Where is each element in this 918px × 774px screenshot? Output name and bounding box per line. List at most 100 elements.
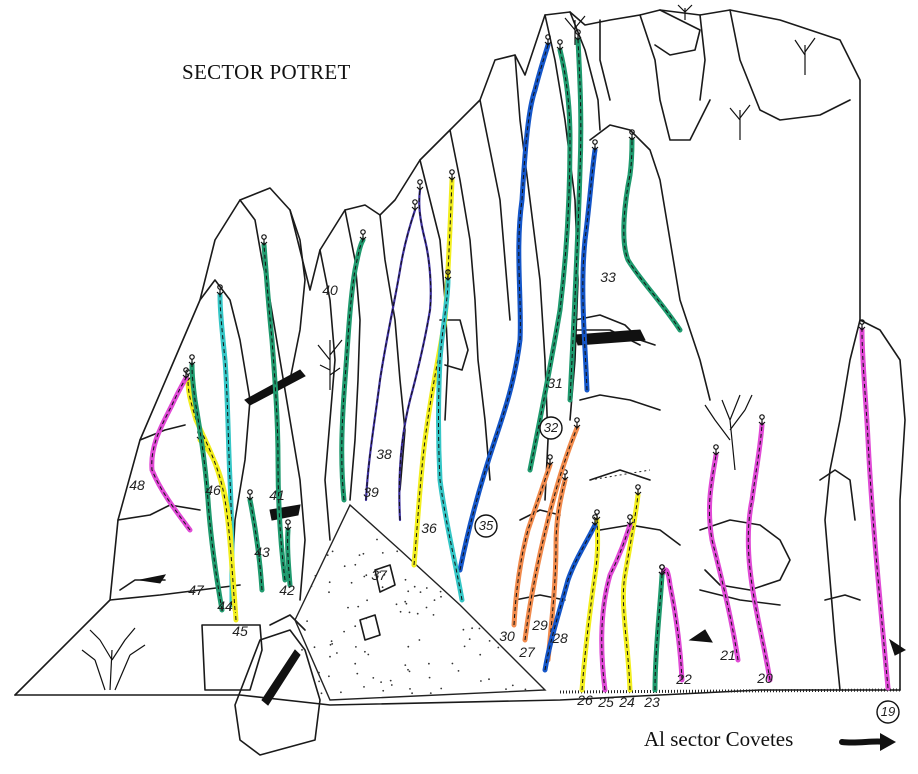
route-dash-33 — [623, 139, 681, 331]
route-number-47: 47 — [188, 582, 205, 598]
route-dash-36 — [413, 179, 453, 566]
svg-text:28: 28 — [551, 630, 568, 646]
route-number-26: 26 — [576, 692, 593, 708]
svg-text:20: 20 — [756, 670, 773, 686]
sector-title: SECTOR POTRET — [182, 60, 351, 84]
svg-text:40: 40 — [322, 282, 338, 298]
route-number-31: 31 — [547, 375, 563, 391]
svg-text:45: 45 — [232, 623, 248, 639]
anchor-icon — [556, 39, 564, 51]
route-dash-30 — [513, 464, 551, 626]
route-dash-32 — [529, 49, 571, 471]
route-number-20: 20 — [756, 670, 773, 686]
anchor-icon — [634, 484, 642, 496]
direction-note: Al sector Covetes — [644, 727, 793, 752]
route-number-39: 39 — [363, 484, 379, 500]
anchor-icon — [574, 29, 582, 41]
route-dash-40 — [341, 239, 364, 501]
route-dash-23 — [654, 574, 663, 691]
route-number-45: 45 — [232, 623, 248, 639]
anchor-icon — [591, 139, 599, 151]
route-line-23 — [652, 572, 665, 693]
anchor-icon — [284, 519, 292, 531]
route-dash-38 — [398, 189, 432, 521]
svg-text:35: 35 — [479, 518, 494, 533]
route-number-30: 30 — [499, 628, 515, 644]
route-number-41: 41 — [269, 487, 285, 503]
svg-text:38: 38 — [376, 446, 392, 462]
route-dash-27 — [547, 479, 566, 661]
svg-text:24: 24 — [618, 694, 635, 710]
anchor-icon — [591, 514, 599, 526]
route-number-28: 28 — [551, 630, 568, 646]
route-dash-26 — [581, 519, 599, 691]
svg-text:25: 25 — [597, 694, 614, 710]
route-number-42: 42 — [279, 582, 295, 598]
route-dash-31 — [569, 39, 582, 401]
route-number-19: 19 — [876, 700, 900, 724]
route-dash-25 — [601, 524, 631, 691]
scree-dots — [301, 538, 527, 695]
route-dash-46 — [187, 379, 236, 611]
svg-text:21: 21 — [719, 647, 736, 663]
svg-text:46: 46 — [205, 482, 221, 498]
anchor-icon — [188, 354, 196, 366]
route-labels: 1920212223242526272829303132333536373839… — [129, 269, 900, 724]
svg-text:22: 22 — [675, 671, 692, 687]
route-line-38 — [398, 188, 432, 522]
anchor-icon — [573, 417, 581, 429]
route-dash-22 — [661, 569, 683, 681]
route-dash-39 — [365, 209, 416, 501]
route-number-46: 46 — [205, 482, 221, 498]
route-dash-19 — [861, 329, 889, 689]
svg-text:33: 33 — [600, 269, 616, 285]
anchor-icon — [260, 234, 268, 246]
route-dash-47 — [191, 364, 223, 611]
anchor-icon — [758, 414, 766, 426]
route-number-48: 48 — [129, 477, 145, 493]
route-line-41 — [261, 242, 288, 583]
route-number-33: 33 — [600, 269, 616, 285]
route-dash-41 — [263, 244, 286, 581]
svg-text:19: 19 — [881, 704, 895, 719]
svg-text:47: 47 — [188, 582, 205, 598]
route-number-27: 27 — [518, 644, 536, 660]
route-line-19 — [859, 327, 891, 691]
route-dash-48 — [151, 377, 191, 531]
route-number-32: 32 — [539, 416, 563, 440]
anchor-icon — [411, 199, 419, 211]
anchor-icon — [546, 454, 554, 466]
routes-layer — [149, 29, 891, 693]
route-number-21: 21 — [719, 647, 736, 663]
svg-text:39: 39 — [363, 484, 379, 500]
route-number-25: 25 — [597, 694, 614, 710]
svg-text:32: 32 — [544, 420, 559, 435]
route-number-29: 29 — [531, 617, 548, 633]
rock-outline — [14, 9, 906, 756]
ledge — [589, 469, 651, 481]
anchor-icon — [544, 34, 552, 46]
route-dash-20 — [747, 424, 771, 681]
route-dash-29 — [524, 427, 578, 641]
route-number-38: 38 — [376, 446, 392, 462]
anchor-icon — [448, 169, 456, 181]
route-number-44: 44 — [217, 598, 233, 614]
route-number-37: 37 — [371, 567, 388, 583]
anchor-icon — [444, 269, 452, 281]
svg-text:37: 37 — [371, 567, 388, 583]
route-dash-21 — [708, 454, 739, 661]
direction-text: Al sector Covetes — [644, 727, 794, 751]
svg-text:26: 26 — [576, 692, 593, 708]
route-line-40 — [339, 237, 366, 503]
svg-text:41: 41 — [269, 487, 285, 503]
anchor-icon — [182, 367, 190, 379]
route-line-33 — [621, 137, 683, 333]
anchor-icon — [658, 564, 666, 576]
svg-text:42: 42 — [279, 582, 295, 598]
anchor-icon — [626, 514, 634, 526]
svg-text:48: 48 — [129, 477, 145, 493]
route-dash-43 — [249, 499, 263, 591]
svg-text:30: 30 — [499, 628, 515, 644]
anchor-icon — [712, 444, 720, 456]
